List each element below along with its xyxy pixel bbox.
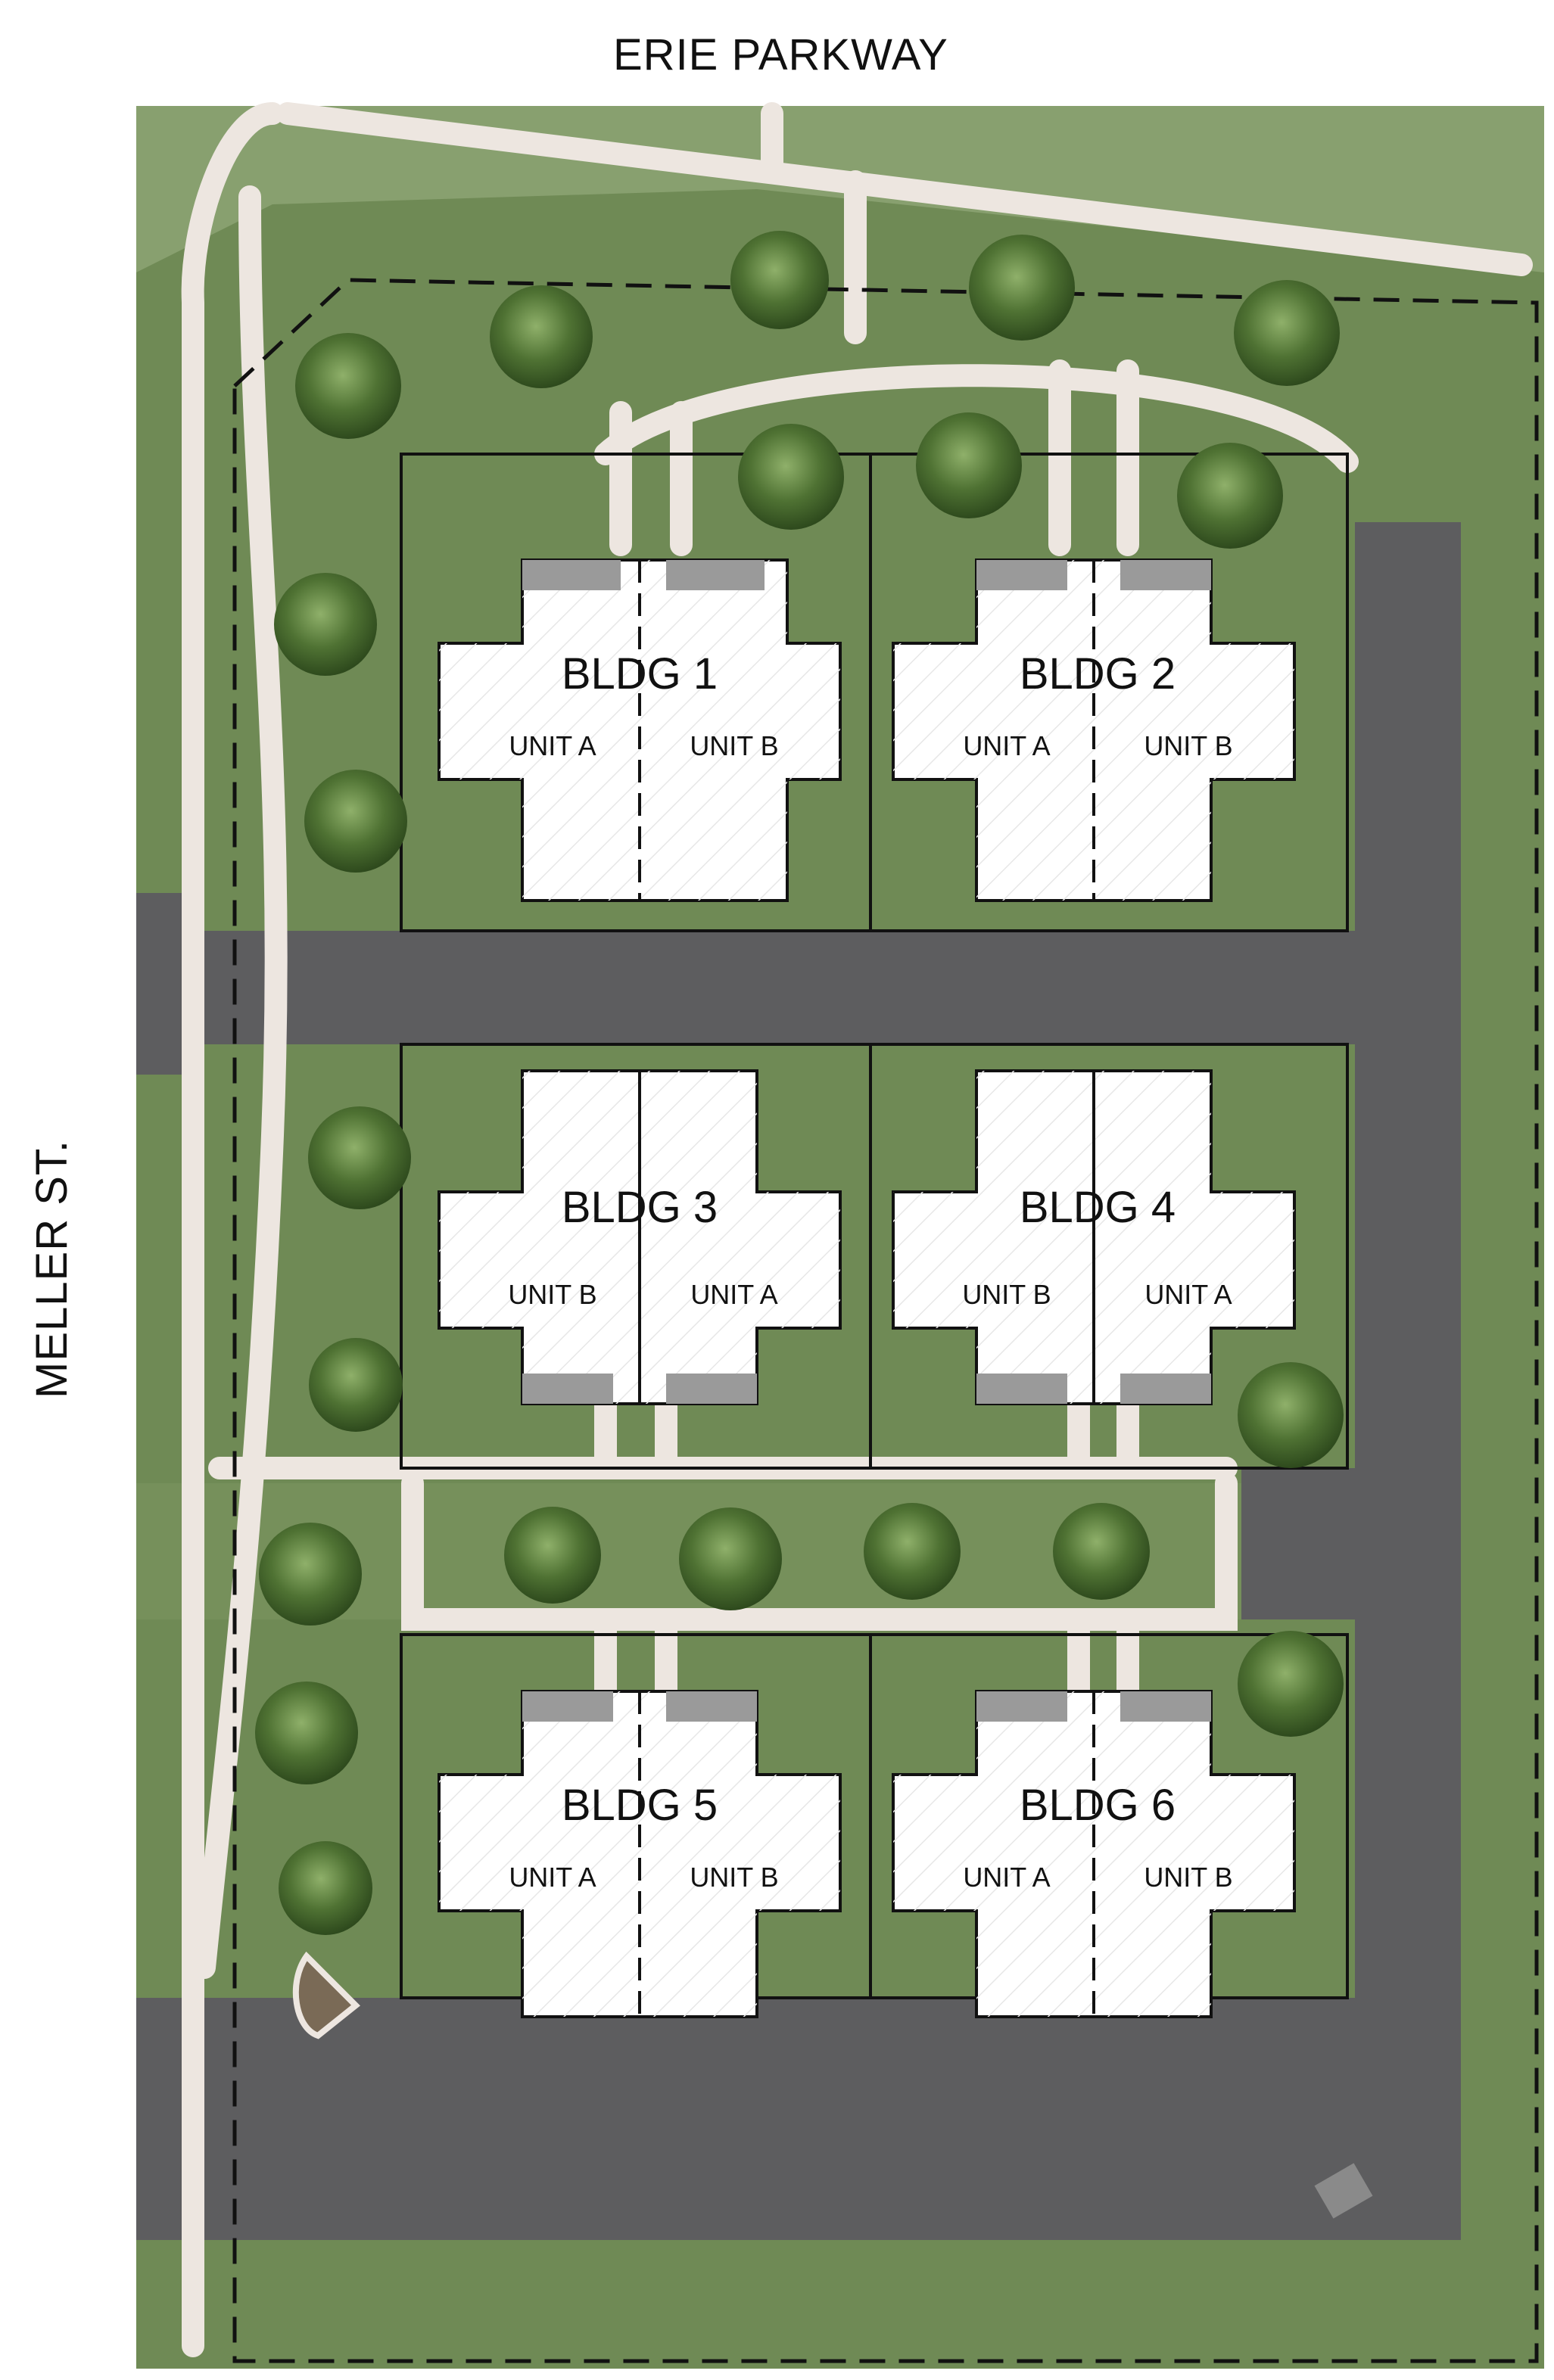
sidewalk-network xyxy=(181,102,1533,2357)
tree xyxy=(295,333,401,439)
tree xyxy=(259,1523,362,1626)
tree xyxy=(730,231,829,329)
unit-label: UNIT B xyxy=(962,1279,1051,1310)
building-5: BLDG 5 UNIT A UNIT B xyxy=(438,1690,842,2018)
building-title: BLDG 3 xyxy=(562,1183,718,1232)
tree xyxy=(738,424,844,530)
building-2: BLDG 2 UNIT A UNIT B xyxy=(892,558,1296,902)
trash-enclosure xyxy=(1314,2163,1373,2219)
unit-label: UNIT B xyxy=(508,1279,596,1310)
building-4: BLDG 4 UNIT B UNIT A xyxy=(892,1069,1296,1405)
tree xyxy=(279,1841,372,1935)
unit-label: UNIT A xyxy=(509,1862,596,1893)
tree xyxy=(1177,443,1283,549)
tree xyxy=(679,1507,782,1610)
tree xyxy=(504,1507,601,1604)
trees xyxy=(255,231,1344,1935)
unit-label: UNIT A xyxy=(690,1279,777,1310)
street-label-erie-parkway: ERIE PARKWAY xyxy=(604,29,958,82)
tree xyxy=(1238,1631,1344,1737)
tree xyxy=(274,573,377,676)
building-title: BLDG 2 xyxy=(1020,649,1176,698)
building-title: BLDG 5 xyxy=(562,1781,718,1830)
unit-label: UNIT B xyxy=(690,1862,778,1893)
unit-label: UNIT A xyxy=(509,730,596,761)
building-title: BLDG 4 xyxy=(1020,1183,1176,1232)
tree xyxy=(969,235,1075,341)
tree xyxy=(304,770,407,873)
tree xyxy=(1053,1503,1150,1600)
unit-label: UNIT B xyxy=(1144,730,1232,761)
building-3: BLDG 3 UNIT B UNIT A xyxy=(438,1069,842,1405)
tree xyxy=(309,1338,403,1432)
tree xyxy=(916,412,1022,518)
building-1: BLDG 1 UNIT A UNIT B xyxy=(438,558,842,902)
unit-label: UNIT A xyxy=(1144,1279,1232,1310)
building-title: BLDG 6 xyxy=(1020,1781,1176,1830)
tree xyxy=(1234,280,1340,386)
unit-label: UNIT A xyxy=(963,730,1050,761)
unit-label: UNIT B xyxy=(690,730,778,761)
building-title: BLDG 1 xyxy=(562,649,718,698)
road-network xyxy=(136,522,1461,2240)
property-line xyxy=(232,278,1539,2363)
tree xyxy=(490,285,593,388)
unit-label: UNIT A xyxy=(963,1862,1050,1893)
building-6: BLDG 6 UNIT A UNIT B xyxy=(892,1690,1296,2018)
tree xyxy=(1238,1362,1344,1468)
bench-area xyxy=(292,1951,360,2039)
street-label-meller-st: MELLER ST. xyxy=(26,1131,79,1408)
unit-label: UNIT B xyxy=(1144,1862,1232,1893)
tree xyxy=(255,1682,358,1784)
lot-lines xyxy=(400,453,1349,1999)
tree xyxy=(308,1106,411,1209)
tree xyxy=(864,1503,961,1600)
